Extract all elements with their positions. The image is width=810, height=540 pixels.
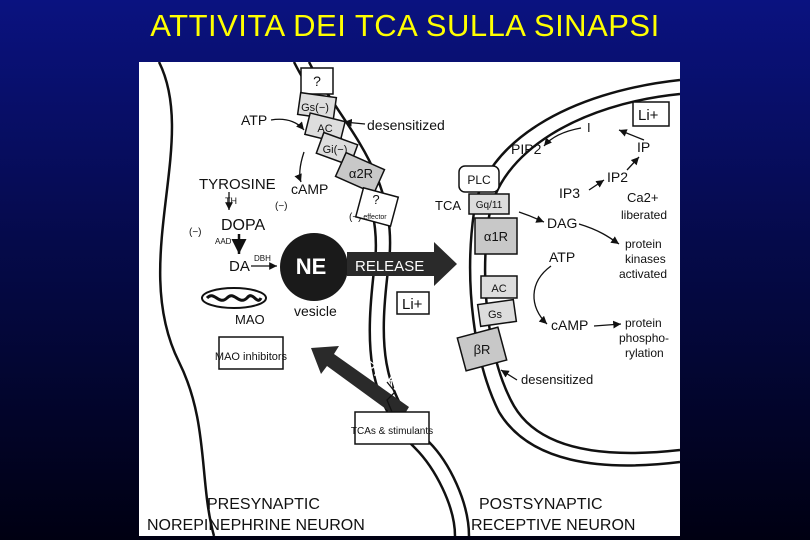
a1r-label: α1R	[484, 229, 508, 244]
mitochondrion-crista	[207, 296, 261, 301]
pk-label-1: protein	[625, 237, 662, 251]
atp-post-label: ATP	[549, 249, 575, 265]
pp-label-3: rylation	[625, 346, 664, 360]
desensitized-post-arrow	[501, 370, 517, 380]
post-caption-2: RECEPTIVE NEURON	[471, 517, 635, 534]
dbh-label: DBH	[254, 254, 271, 263]
desensitized-post-label: desensitized	[521, 372, 593, 387]
ip-label: IP	[637, 139, 650, 155]
atp-camp-arrow	[534, 266, 551, 324]
i-label: I	[587, 120, 591, 135]
pip2-label: PIP2	[511, 141, 542, 157]
pre-caption-2: NOREPINEPHRINE NEURON	[147, 517, 365, 534]
ip3-label: IP3	[559, 185, 580, 201]
plc-label: PLC	[467, 173, 491, 187]
pk-label-2: kinases	[625, 252, 666, 266]
synapse-diagram-panel: ? Gs(−) AC Gi(−) α2R ATP desensitized TY…	[139, 62, 680, 536]
camp-pp-arrow	[594, 324, 621, 326]
gq-label: Gq/11	[476, 200, 503, 211]
atp-pre-label: ATP	[241, 112, 267, 128]
tcas-label: TCAs & stimulants	[351, 426, 433, 437]
desensitized-top-label: desensitized	[367, 117, 445, 133]
ne-label: NE	[296, 254, 327, 279]
th-label: TH	[225, 196, 237, 206]
a2r-label: α2R	[349, 166, 373, 181]
post-caption-1: POSTSYNAPTIC	[479, 496, 603, 513]
camp-pre-label: cAMP	[291, 181, 328, 197]
tca-label: TCA	[435, 198, 461, 213]
gs-post-label: Gs	[488, 309, 503, 321]
ip2-label: IP2	[607, 169, 628, 185]
plc-box: PLC	[459, 166, 499, 192]
liberated-label: liberated	[621, 208, 667, 222]
li-pre-label: Li+	[402, 296, 423, 313]
effector-question: ?	[372, 192, 379, 207]
gs-label: Gs(−)	[301, 102, 329, 114]
ip-i-arrow	[619, 130, 644, 140]
release-label: RELEASE	[355, 258, 424, 275]
dag-label: DAG	[547, 215, 577, 231]
atp-arrow	[271, 119, 304, 130]
minus-c-label: (−)	[189, 227, 202, 238]
br-label: βR	[474, 342, 491, 357]
mao-inhibitors-label: MAO inhibitors	[215, 351, 288, 363]
unknown-label: ?	[313, 73, 321, 89]
synapse-diagram: ? Gs(−) AC Gi(−) α2R ATP desensitized TY…	[139, 62, 680, 536]
mao-label: MAO	[235, 312, 265, 327]
dag-arrow	[519, 212, 544, 222]
pk-label-3: activated	[619, 267, 667, 281]
ac-post-label: AC	[491, 283, 506, 295]
pre-caption-1: PRESYNAPTIC	[207, 496, 320, 513]
dopa-label: DOPA	[221, 217, 265, 234]
camp-arrow	[300, 152, 304, 182]
ip3-ip2-arrow	[589, 180, 604, 190]
aad-label: AAD	[215, 237, 232, 246]
tyrosine-label: TYROSINE	[199, 176, 276, 193]
effector-label: effector	[363, 214, 387, 221]
effector-box: ? effector	[356, 188, 399, 226]
i-pip2-arrow	[544, 128, 581, 146]
camp-post-label: cAMP	[551, 317, 588, 333]
slide-title: ATTIVITA DEI TCA SULLA SINAPSI	[0, 8, 810, 44]
vesicle-label: vesicle	[294, 303, 337, 319]
ip2-ip-arrow	[627, 157, 639, 170]
da-label: DA	[229, 258, 250, 275]
dag-pk-arrow	[579, 224, 619, 244]
minus-a-label: (−)	[275, 201, 288, 212]
gi-label: Gi(−)	[323, 144, 348, 156]
pp-label-2: phospho-	[619, 331, 669, 345]
li-post-label: Li+	[638, 107, 659, 124]
pp-label-1: protein	[625, 316, 662, 330]
ca-label: Ca2+	[627, 190, 658, 205]
